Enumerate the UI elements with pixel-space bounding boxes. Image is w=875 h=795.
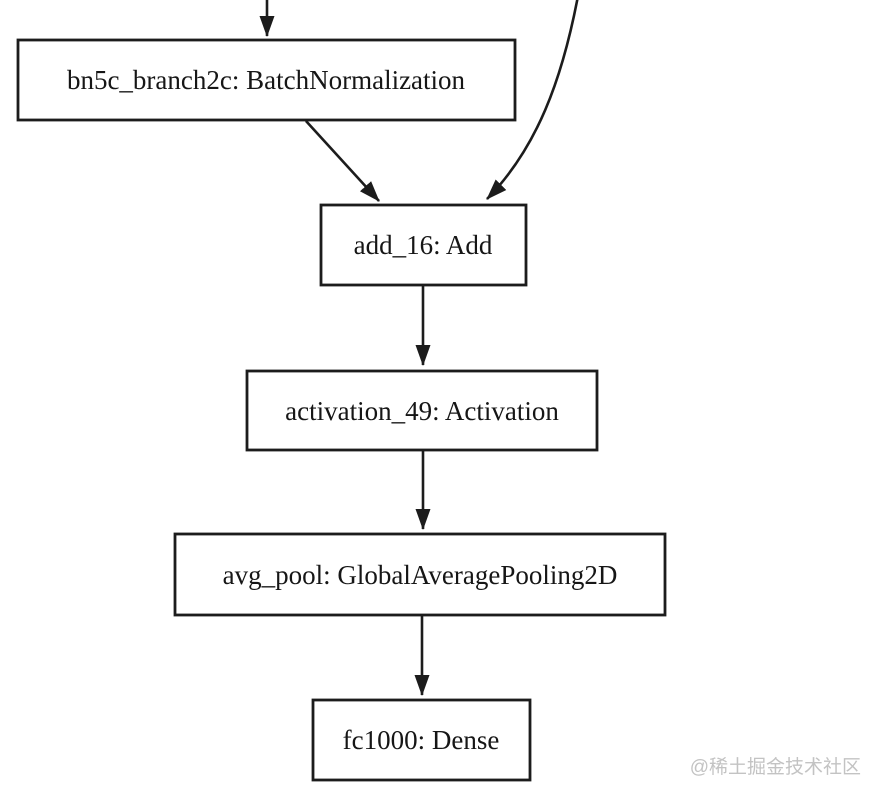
node-avg-pool: avg_pool: GlobalAveragePooling2D: [173, 532, 667, 617]
node-label: add_16: Add: [354, 230, 493, 260]
node-activation-49: activation_49: Activation: [245, 369, 599, 452]
node-label: fc1000: Dense: [343, 725, 500, 755]
node-box: [319, 203, 528, 287]
node-bn5c-branch2c: bn5c_branch2c: BatchNormalization: [16, 38, 517, 122]
node-box: [173, 532, 667, 617]
node-box: [245, 369, 599, 452]
node-label: bn5c_branch2c: BatchNormalization: [67, 65, 466, 95]
node-add-16: add_16: Add: [319, 203, 528, 287]
node-fc1000: fc1000: Dense: [311, 698, 532, 782]
node-label: avg_pool: GlobalAveragePooling2D: [223, 560, 618, 590]
watermark-text: @稀土掘金技术社区: [690, 756, 861, 778]
node-box: [311, 698, 532, 782]
edge-bn5c-to-add-arrow: [305, 120, 380, 202]
node-label: activation_49: Activation: [285, 396, 559, 426]
edge-skip-connection-to-add-arrow: [486, 0, 579, 200]
node-box: [16, 38, 517, 122]
